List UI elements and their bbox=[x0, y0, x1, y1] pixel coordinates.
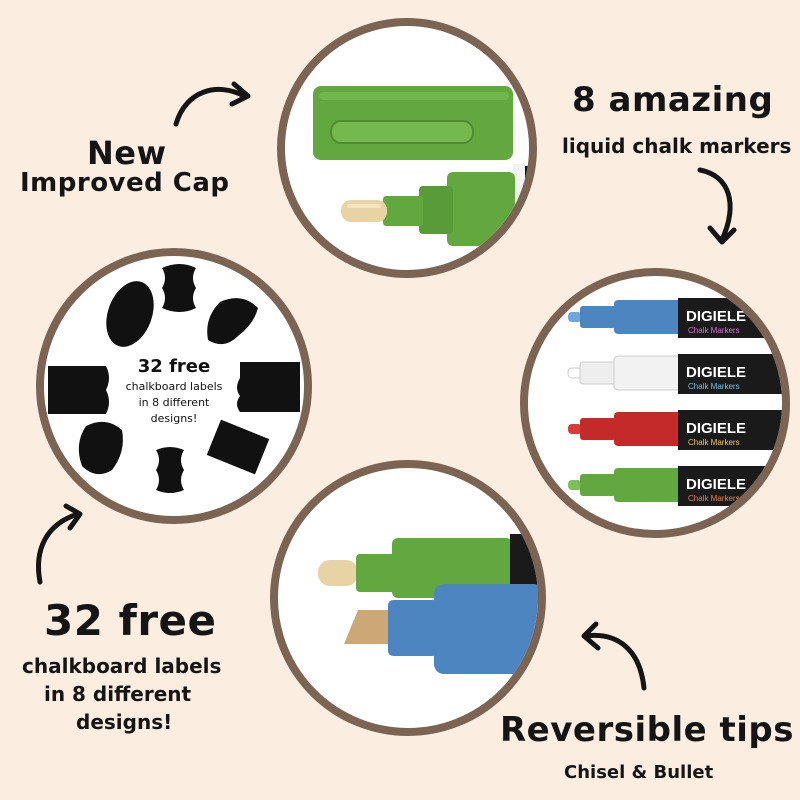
curved-arrow-icon bbox=[581, 621, 647, 691]
labels-line3: designs! bbox=[76, 710, 173, 734]
chalk-label bbox=[207, 298, 258, 345]
markers-headline: 8 amazing bbox=[572, 80, 774, 120]
brand-label-3: DIGIELE bbox=[686, 420, 747, 437]
tips-illustration bbox=[318, 534, 538, 674]
brand-tagline-4: Chalk Markers bbox=[688, 494, 740, 503]
labels-illustration bbox=[48, 264, 300, 493]
labels-line2: in 8 different bbox=[44, 682, 192, 706]
brand-label-2: DIGIELE bbox=[686, 364, 747, 381]
brand-tagline-2: Chalk Markers bbox=[688, 382, 740, 391]
curved-arrow-icon bbox=[36, 503, 83, 585]
chalk-label bbox=[106, 281, 154, 347]
chalk-label bbox=[237, 362, 300, 412]
labels-circle: 32 free chalkboard labels in 8 different… bbox=[36, 248, 312, 524]
markers-circle: DIGIELE Chalk Markers DIGIELE Chalk Mark… bbox=[520, 268, 790, 538]
chalk-label bbox=[78, 421, 123, 475]
brand-tagline-1: Chalk Markers bbox=[688, 326, 740, 335]
curved-arrow-icon bbox=[173, 81, 251, 127]
brand-label-4: DIGIELE bbox=[686, 476, 747, 493]
red-marker bbox=[568, 410, 782, 450]
cap-circle bbox=[277, 18, 537, 278]
marker-tip bbox=[341, 200, 387, 222]
blue-marker bbox=[568, 298, 782, 338]
brand-label-1: DIGIELE bbox=[686, 308, 747, 325]
curved-arrow-icon bbox=[697, 167, 737, 245]
tips-headline: Reversible tips bbox=[500, 710, 794, 750]
labels-circle-headline: 32 free bbox=[137, 356, 211, 377]
labels-circle-line2: in 8 different bbox=[138, 396, 210, 409]
cap-illustration bbox=[313, 86, 529, 248]
green-marker bbox=[568, 466, 782, 506]
labels-circle-line1: chalkboard labels bbox=[125, 380, 223, 393]
cap-subheadline: Improved Cap bbox=[20, 168, 230, 198]
marker-grip bbox=[447, 172, 515, 246]
tips-circle bbox=[270, 460, 546, 736]
labels-circle-line3: designs! bbox=[150, 412, 198, 425]
labels-line1: chalkboard labels bbox=[22, 654, 222, 678]
markers-illustration bbox=[567, 298, 782, 506]
white-marker bbox=[567, 354, 782, 394]
labels-headline: 32 free bbox=[44, 596, 217, 645]
tips-subheadline: Chisel & Bullet bbox=[564, 762, 714, 783]
chalk-label bbox=[48, 366, 109, 414]
cap-clip bbox=[330, 120, 474, 144]
chalk-label bbox=[206, 419, 270, 475]
cap-headline: New bbox=[87, 134, 167, 172]
chalk-label bbox=[156, 447, 184, 493]
brand-tagline-3: Chalk Markers bbox=[688, 438, 740, 447]
chalk-label bbox=[162, 264, 196, 312]
markers-subheadline: liquid chalk markers bbox=[562, 134, 792, 158]
blue-chisel-marker bbox=[344, 584, 538, 674]
